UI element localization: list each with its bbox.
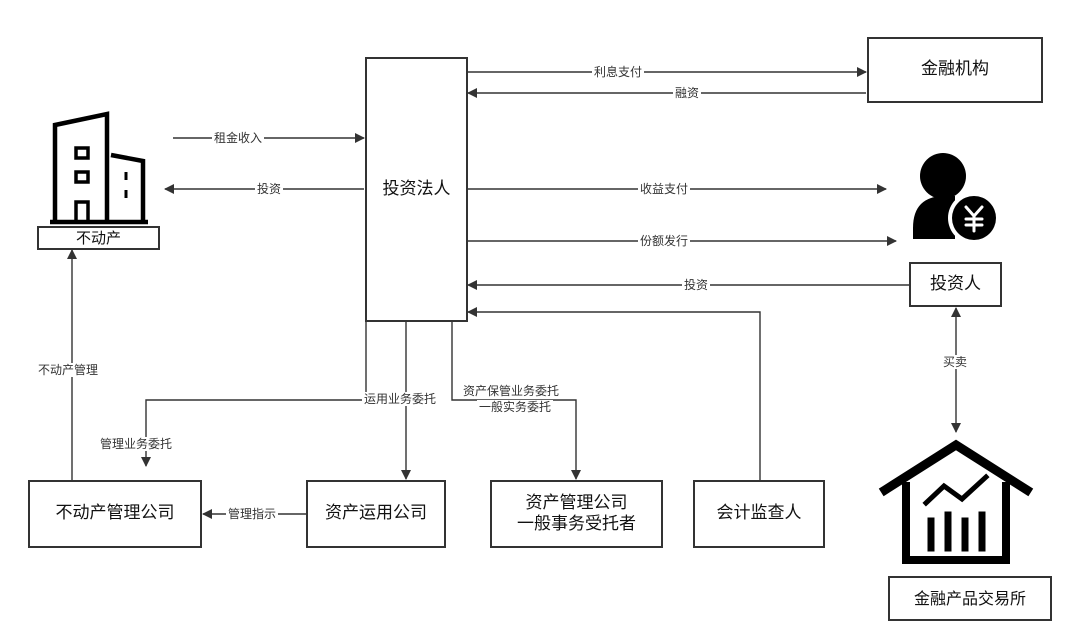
label-invest-real-estate: 投资 [255, 182, 284, 196]
label-investor-investment: 投资 [682, 278, 711, 292]
investment-corp-node: 投资法人 [365, 57, 468, 322]
asset-management-company-node: 资产管理公司 一般事务受托者 [490, 480, 663, 548]
label-management-instruction: 管理指示 [226, 507, 279, 521]
label-re-management: 不动产管理 [36, 363, 101, 377]
building-icon [50, 111, 148, 225]
investor-node: 投资人 [909, 262, 1002, 307]
investor-yuan-icon [913, 153, 1000, 244]
label-financing: 融资 [673, 86, 702, 100]
edge-management-entrustment [141, 322, 367, 467]
label-operation-entrustment: 运用业务委托 [362, 392, 439, 406]
real-estate-node: 不动产 [37, 226, 160, 250]
label-rent-income: 租金收入 [212, 131, 265, 145]
label-buy-sell: 买卖 [941, 355, 970, 369]
label-custody-entrustment-2: 一般实务委托 [477, 400, 554, 414]
label-interest-payment: 利息支付 [592, 65, 645, 79]
label-unit-issuance: 份额发行 [638, 234, 691, 248]
edge-auditor-report [467, 307, 761, 480]
label-profit-payment: 收益支付 [638, 182, 691, 196]
asset-operating-company-node: 资产运用公司 [306, 480, 446, 548]
label-custody-entrustment-1: 资产保管业务委托 [461, 384, 562, 398]
label-management-entrustment: 管理业务委托 [98, 437, 175, 451]
exchange-node: 金融产品交易所 [888, 576, 1052, 621]
exchange-house-chart-icon [878, 439, 1034, 564]
auditor-node: 会计监查人 [693, 480, 825, 548]
re-management-company-node: 不动产管理公司 [28, 480, 202, 548]
asset-management-company-line1: 资产管理公司 [525, 492, 628, 513]
financial-institution-node: 金融机构 [867, 37, 1043, 103]
asset-management-company-line2: 一般事务受托者 [517, 514, 636, 534]
